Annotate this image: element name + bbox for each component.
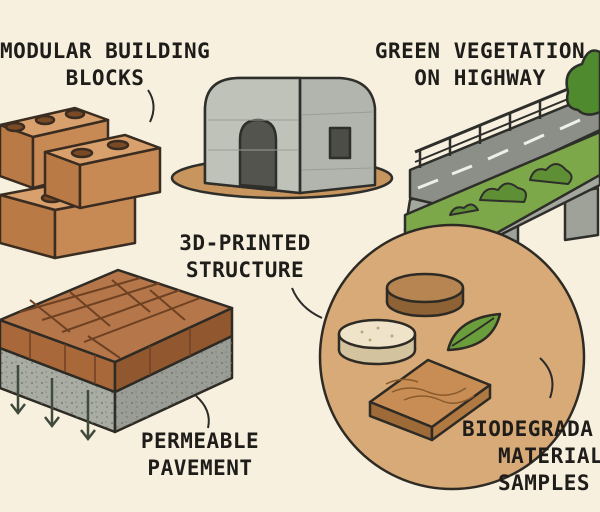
label-printed-structure-line2: STRUCTURE — [185, 258, 305, 282]
label-modular-blocks-line1: MODULAR BUILDING — [0, 39, 211, 63]
bush-1 — [479, 182, 527, 203]
label-biodegradable-line3: SAMPLES — [498, 471, 591, 495]
label-printed-structure-line1: 3D-PRINTED — [179, 231, 311, 255]
label-permeable-pavement-line1: PERMEABLE — [140, 429, 260, 453]
label-printed-structure: 3D-PRINTED STRUCTURE — [170, 230, 320, 284]
printed-structure-illustration — [170, 76, 394, 200]
leader-line-structure — [291, 287, 323, 319]
lane-marking — [417, 118, 581, 190]
brick-block-front — [43, 133, 162, 210]
arrow-icon — [10, 365, 26, 416]
leaf-icon — [446, 312, 502, 352]
highway-illustration — [403, 49, 600, 264]
bush-2 — [529, 163, 573, 185]
sample-disk-top — [385, 272, 465, 318]
modular-blocks-illustration — [0, 106, 162, 260]
bush-3 — [449, 203, 479, 216]
tree-canopy — [565, 49, 600, 116]
sample-disk-light — [337, 318, 417, 366]
arrow-icon — [44, 378, 60, 429]
leader-line-pavement — [195, 395, 210, 429]
label-biodegradable: BIODEGRADA MATERIAL SAMPLES — [462, 416, 600, 497]
sample-wood-tile — [368, 358, 492, 442]
label-permeable-pavement-line2: PAVEMENT — [147, 456, 253, 480]
label-modular-blocks: MODULAR BUILDING BLOCKS — [0, 38, 210, 92]
structure-window — [328, 126, 352, 160]
leader-line-samples — [539, 357, 554, 399]
arrow-icon — [80, 390, 96, 442]
label-green-vegetation-line2: ON HIGHWAY — [414, 66, 546, 90]
water-drain-arrows — [10, 365, 96, 442]
leader-line-blocks — [147, 89, 155, 123]
permeable-pavement-illustration — [0, 268, 234, 434]
structure-door — [238, 118, 278, 190]
label-green-vegetation-line1: GREEN VEGETATION — [374, 39, 586, 63]
label-permeable-pavement: PERMEABLE PAVEMENT — [125, 428, 275, 482]
label-green-vegetation: GREEN VEGETATION ON HIGHWAY — [362, 38, 598, 92]
label-biodegradable-line2: MATERIAL — [498, 444, 600, 468]
biodegradable-samples-illustration — [318, 223, 586, 491]
label-biodegradable-line1: BIODEGRADA — [462, 417, 594, 441]
label-modular-blocks-line2: BLOCKS — [65, 66, 145, 90]
